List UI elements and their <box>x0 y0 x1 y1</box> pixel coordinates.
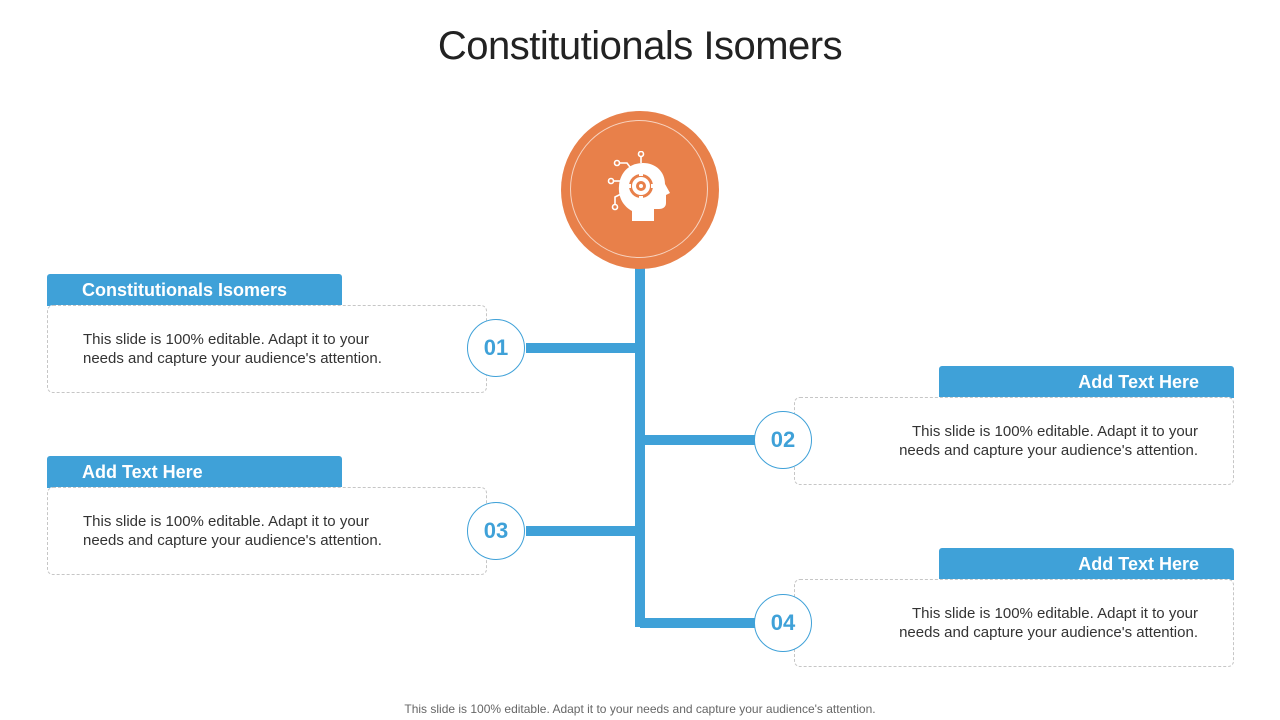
item-text-02: This slide is 100% editable. Adapt it to… <box>899 423 1198 459</box>
item-body-03: This slide is 100% editable. Adapt it to… <box>47 487 487 575</box>
item-text-04: This slide is 100% editable. Adapt it to… <box>899 605 1198 641</box>
item-body-01: This slide is 100% editable. Adapt it to… <box>47 305 487 393</box>
item-body-04: This slide is 100% editable. Adapt it to… <box>794 579 1234 667</box>
item-text-03: This slide is 100% editable. Adapt it to… <box>83 513 382 549</box>
item-heading-03: Add Text Here <box>47 456 342 488</box>
hub-circle <box>561 111 719 269</box>
item-body-02: This slide is 100% editable. Adapt it to… <box>794 397 1234 485</box>
item-card-03: Add Text Here This slide is 100% editabl… <box>47 456 487 576</box>
item-card-02: Add Text Here This slide is 100% editabl… <box>794 366 1234 486</box>
item-number-02: 02 <box>754 411 812 469</box>
head-gear-icon <box>607 151 670 221</box>
item-card-01: Constitutionals Isomers This slide is 10… <box>47 274 487 394</box>
hub-ring <box>570 120 708 258</box>
item-text-01: This slide is 100% editable. Adapt it to… <box>83 331 382 367</box>
item-card-04: Add Text Here This slide is 100% editabl… <box>794 548 1234 668</box>
slide-title: Constitutionals Isomers <box>437 24 843 68</box>
footer-note: This slide is 100% editable. Adapt it to… <box>404 702 876 716</box>
item-heading-02: Add Text Here <box>939 366 1234 398</box>
item-heading-01: Constitutionals Isomers <box>47 274 342 306</box>
item-number-04: 04 <box>754 594 812 652</box>
item-number-01: 01 <box>467 319 525 377</box>
item-heading-04: Add Text Here <box>939 548 1234 580</box>
item-number-03: 03 <box>467 502 525 560</box>
